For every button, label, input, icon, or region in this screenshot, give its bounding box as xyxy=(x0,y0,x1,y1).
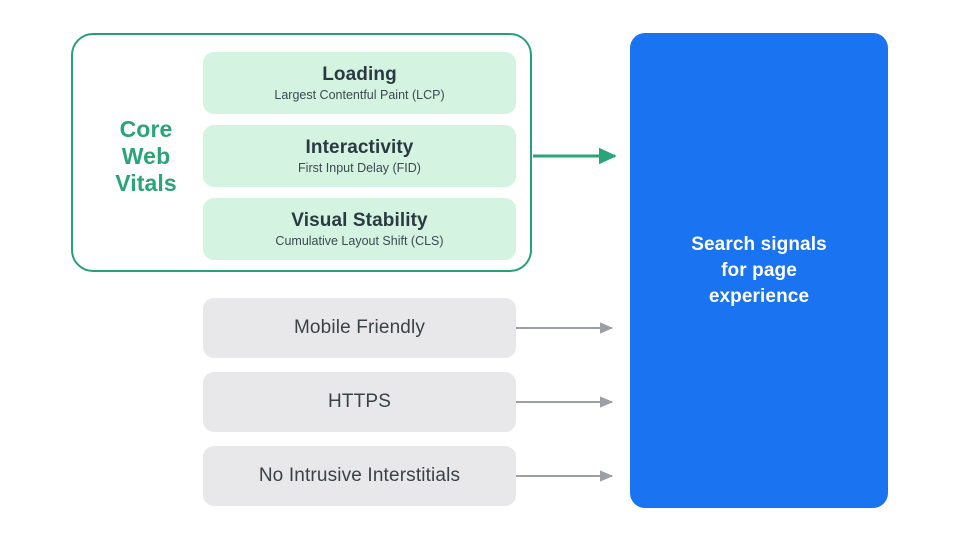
signal-card-no-intrusive-interstitials[interactable]: No Intrusive Interstitials xyxy=(203,446,516,506)
search-signals-line-2: for page xyxy=(721,259,797,281)
core-web-vitals-label: Core Web Vitals xyxy=(96,116,196,197)
signal-label: Mobile Friendly xyxy=(293,317,426,338)
signal-card-mobile-friendly[interactable]: Mobile Friendly xyxy=(203,298,516,358)
vital-subtitle: Largest Contentful Paint (LCP) xyxy=(274,87,445,102)
core-web-vitals-group xyxy=(71,33,532,272)
vital-card-visual-stability[interactable]: Visual Stability Cumulative Layout Shift… xyxy=(203,198,516,260)
vital-subtitle: Cumulative Layout Shift (CLS) xyxy=(275,233,444,248)
core-web-vitals-label-line-2: Web xyxy=(121,143,171,169)
search-signals-line-3: experience xyxy=(708,285,810,307)
vital-title: Visual Stability xyxy=(291,209,428,231)
signal-label: HTTPS xyxy=(327,391,392,412)
vital-title: Loading xyxy=(322,63,397,85)
signal-card-https[interactable]: HTTPS xyxy=(203,372,516,432)
signal-label: No Intrusive Interstitials xyxy=(258,465,461,486)
core-web-vitals-label-line-3: Vitals xyxy=(115,170,177,196)
search-signals-box[interactable]: Search signals for page experience xyxy=(630,33,888,508)
core-web-vitals-label-line-1: Core xyxy=(119,116,173,142)
vital-card-loading[interactable]: Loading Largest Contentful Paint (LCP) xyxy=(203,52,516,114)
vital-card-interactivity[interactable]: Interactivity First Input Delay (FID) xyxy=(203,125,516,187)
vital-title: Interactivity xyxy=(305,136,414,158)
vital-subtitle: First Input Delay (FID) xyxy=(298,160,421,175)
search-signals-line-1: Search signals xyxy=(691,233,827,255)
search-signals-text: Search signals for page experience xyxy=(671,232,847,310)
